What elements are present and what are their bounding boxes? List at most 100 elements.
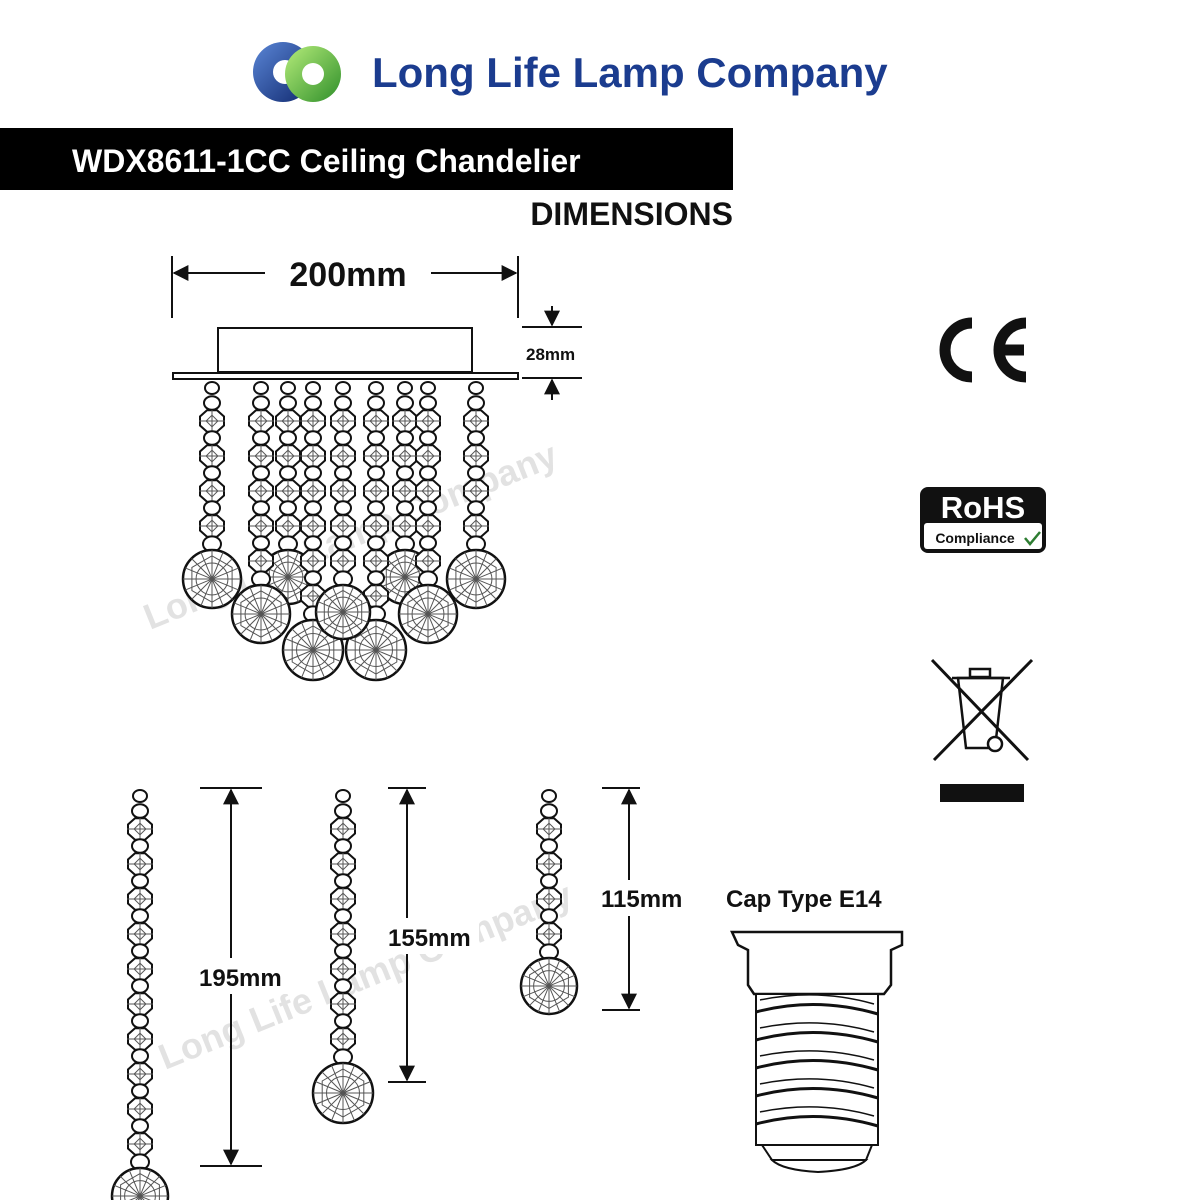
cap-type-label: Cap Type E14 (726, 886, 882, 913)
product-title: WDX8611-1CC Ceiling Chandelier (72, 143, 581, 179)
round-bead (334, 535, 352, 551)
crystal-bead (127, 1027, 153, 1051)
crystal-bead (536, 817, 562, 841)
brand-name: Long Life Lamp Company (372, 49, 888, 96)
round-bead (335, 381, 351, 395)
crystal-bead (127, 1062, 153, 1086)
round-bead (368, 381, 384, 395)
crystal-bead (127, 1132, 153, 1156)
crystal-strand (445, 381, 507, 610)
crystal-bead (415, 409, 441, 433)
crystal-bead (199, 444, 225, 468)
crystal-bead (300, 444, 326, 468)
round-bead (252, 465, 270, 481)
crystal-bead (415, 514, 441, 538)
round-bead (304, 465, 322, 481)
round-bead (334, 803, 352, 819)
crystal-bead (392, 514, 418, 538)
round-bead (131, 1013, 149, 1029)
round-bead (334, 943, 352, 959)
round-bead (419, 395, 437, 411)
chandelier-canopy (172, 327, 519, 380)
round-bead (540, 838, 558, 854)
crystal-bead (536, 922, 562, 946)
canopy-height-label: 28mm (526, 345, 575, 364)
crystal-strand (397, 381, 459, 645)
crystal-bead (275, 514, 301, 538)
round-bead (397, 381, 413, 395)
round-bead (419, 430, 437, 446)
crystal-bead (392, 409, 418, 433)
crystal-bead (199, 514, 225, 538)
round-bead (131, 1083, 149, 1099)
round-bead (334, 873, 352, 889)
round-bead (252, 395, 270, 411)
round-bead (252, 500, 270, 516)
round-bead (419, 465, 437, 481)
round-bead (334, 978, 352, 994)
crystal-bead (199, 479, 225, 503)
crystal-bead (248, 549, 274, 573)
round-bead (132, 789, 148, 803)
crystal-bead (275, 444, 301, 468)
round-bead (467, 465, 485, 481)
crystal-bead (127, 817, 153, 841)
strand-samples (110, 789, 579, 1200)
round-bead (279, 430, 297, 446)
round-bead (334, 908, 352, 924)
chandelier-crystal-strands (181, 381, 507, 682)
round-bead (334, 838, 352, 854)
crystal-bead (363, 549, 389, 573)
crystal-bead (463, 409, 489, 433)
strand-medium-dimension: 155mm (385, 787, 479, 1083)
crystal-bead (392, 479, 418, 503)
crystal-bead (300, 514, 326, 538)
round-bead (396, 430, 414, 446)
round-bead (304, 570, 322, 586)
crystal-ball (110, 1166, 170, 1200)
round-bead (131, 1048, 149, 1064)
round-bead (540, 873, 558, 889)
round-bead (419, 535, 437, 551)
crystal-bead (127, 1097, 153, 1121)
crystal-bead (363, 584, 389, 608)
crystal-bead (330, 922, 356, 946)
crystal-bead (415, 444, 441, 468)
crystal-bead (330, 992, 356, 1016)
round-bead (252, 535, 270, 551)
rohs-title: RoHS (941, 490, 1025, 525)
crystal-bead (300, 409, 326, 433)
crystal-bead (127, 852, 153, 876)
crystal-bead (463, 514, 489, 538)
round-bead (540, 803, 558, 819)
rohs-compliance-badge: RoHS Compliance (920, 487, 1046, 553)
round-bead (131, 978, 149, 994)
crystal-ball (445, 548, 507, 610)
round-bead (367, 465, 385, 481)
round-bead (203, 465, 221, 481)
round-bead (335, 789, 351, 803)
crystal-bead (363, 409, 389, 433)
round-bead (396, 500, 414, 516)
round-bead (367, 500, 385, 516)
rohs-subtitle: Compliance (935, 530, 1015, 546)
section-label: DIMENSIONS (530, 196, 733, 232)
crystal-bead (127, 992, 153, 1016)
crystal-bead (330, 409, 356, 433)
round-bead (304, 500, 322, 516)
crystal-bead (275, 479, 301, 503)
check-icon (1024, 531, 1041, 546)
round-bead (304, 430, 322, 446)
round-bead (131, 908, 149, 924)
round-bead (367, 570, 385, 586)
round-bead (367, 395, 385, 411)
round-bead (334, 395, 352, 411)
round-bead (420, 381, 436, 395)
ce-label: CE (977, 299, 979, 301)
round-bead (540, 908, 558, 924)
round-bead (253, 381, 269, 395)
crystal-bead (330, 957, 356, 981)
round-bead (131, 873, 149, 889)
round-bead (467, 395, 485, 411)
